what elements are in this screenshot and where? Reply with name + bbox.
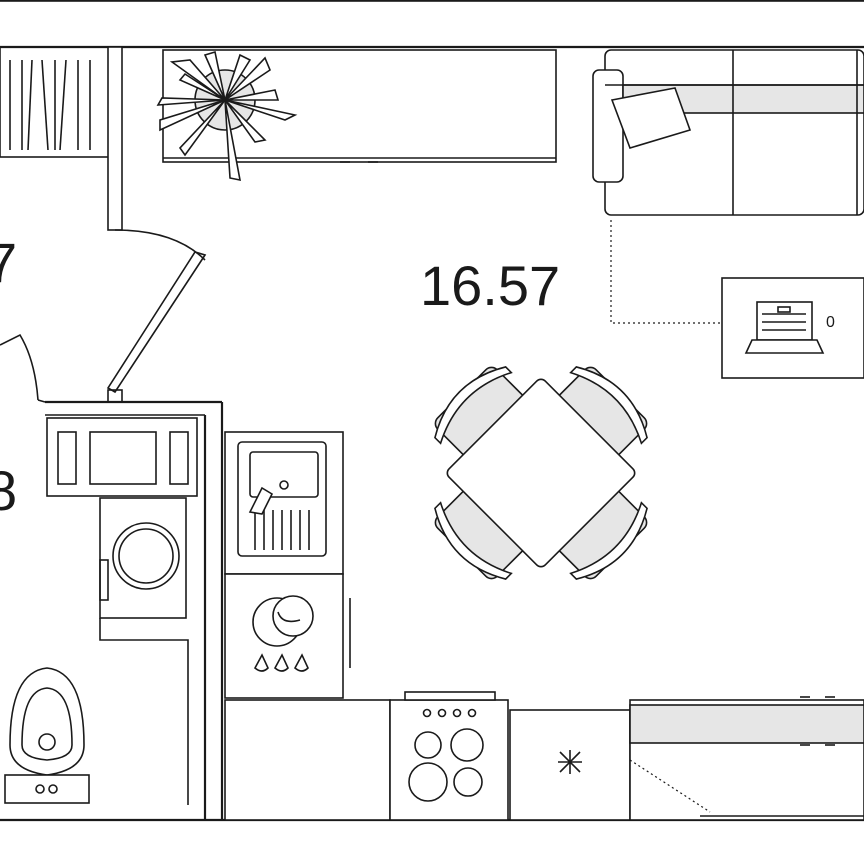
shelf-unit	[46, 417, 198, 497]
partition-wall	[45, 46, 224, 820]
dining-table	[446, 378, 636, 568]
sofa-desk-dashed	[610, 220, 722, 324]
dining-set	[434, 366, 648, 580]
sofa-icon	[592, 49, 864, 216]
laptop-icon	[744, 301, 825, 354]
bathroom-door	[0, 333, 46, 403]
bottom-window	[629, 696, 864, 821]
chair-icon	[434, 482, 532, 580]
wardrobe	[0, 46, 111, 158]
desk-label: 0	[826, 314, 835, 331]
left-room-area-top: 7	[0, 231, 17, 294]
toilet-icon	[4, 667, 90, 804]
main-room-area: 16.57	[420, 254, 560, 317]
dishes-icon	[252, 595, 314, 672]
sink-icon	[237, 441, 327, 557]
fridge-icon	[509, 709, 631, 821]
entry-door	[106, 229, 207, 394]
plant-icon	[156, 50, 298, 182]
left-room-area-bottom: 8	[0, 459, 17, 522]
washing-machine-icon	[99, 497, 187, 619]
stove-icon	[389, 691, 509, 821]
bathroom-wall	[99, 618, 189, 805]
chair-icon	[550, 482, 648, 580]
